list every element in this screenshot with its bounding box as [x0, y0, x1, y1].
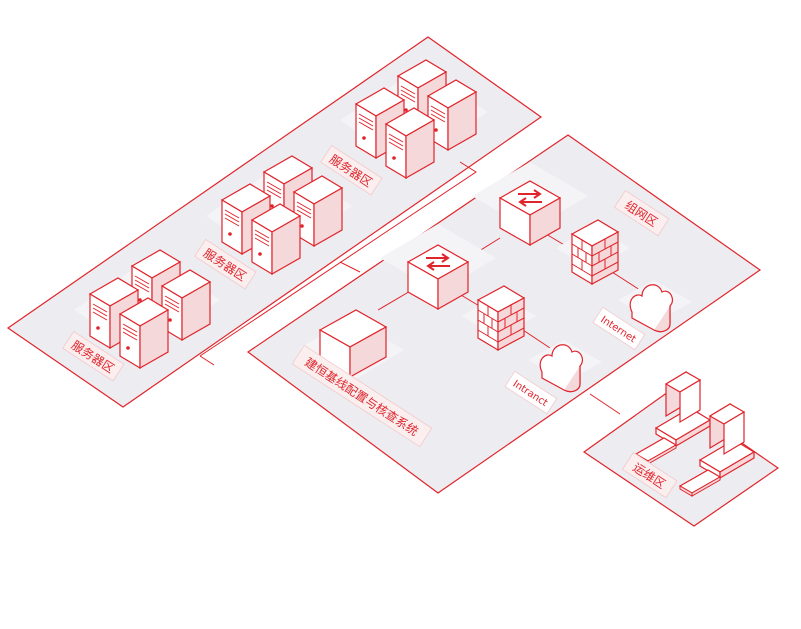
- zone-link-ops: [589, 393, 621, 415]
- zone-link-cross: [339, 261, 361, 273]
- server-cluster-middle: [206, 155, 352, 275]
- zone-link-left: [199, 161, 477, 357]
- zone-link-mid: [199, 355, 215, 366]
- server-cluster-top: [340, 59, 488, 179]
- label-internet: Internet: [592, 306, 646, 351]
- server-cluster-bottom: [74, 249, 220, 369]
- ops-zone: [582, 391, 780, 527]
